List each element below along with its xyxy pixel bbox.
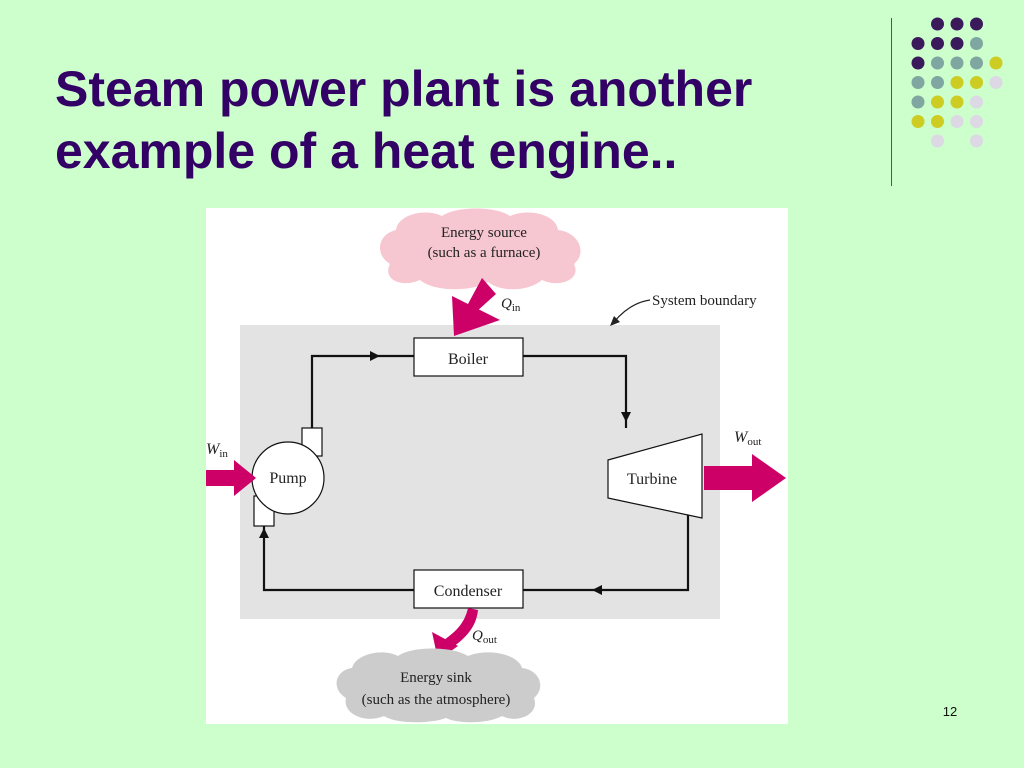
slide-title-line-1: Steam power plant is another (55, 61, 753, 117)
slide-title-line-2: example of a heat engine.. (55, 123, 678, 179)
decorative-dot (931, 17, 944, 31)
decorative-dot (950, 95, 964, 109)
energy-sink-label-line-1: Energy sink (400, 670, 472, 686)
decorative-dot (931, 76, 944, 89)
work-out-arrow (704, 454, 786, 502)
decorative-dot (970, 37, 983, 50)
decorative-dot (989, 56, 1003, 70)
decorative-dot (970, 76, 983, 89)
decorative-dot (950, 115, 964, 128)
decorative-dot-grid (911, 17, 1003, 148)
q-in-label: Qin (501, 296, 521, 314)
system-boundary-pointer-head (610, 316, 620, 326)
decorative-dot (970, 134, 983, 148)
decorative-dot (970, 17, 983, 31)
work-in-arrow (206, 460, 256, 496)
decorative-dot (950, 76, 964, 89)
energy-source-label-line-1: Energy source (441, 225, 527, 241)
turbine-label: Turbine (627, 471, 677, 488)
flow-direction-arrows (259, 351, 631, 595)
system-boundary-label: System boundary (652, 293, 757, 309)
w-in-label: Win (206, 441, 228, 460)
energy-sink-cloud (336, 648, 541, 723)
decorative-dot (911, 115, 925, 128)
energy-source-label-line-2: (such as a furnace) (428, 245, 541, 261)
decorative-dot (911, 95, 925, 109)
decorative-dot (931, 95, 944, 109)
steam-power-plant-diagram: Energy source (such as a furnace) Qin Sy… (206, 208, 788, 724)
condenser-box (413, 569, 524, 609)
decorative-dot (931, 115, 944, 128)
decorative-dot (970, 115, 983, 128)
decorative-dot (931, 56, 944, 70)
heat-in-arrow (452, 278, 500, 336)
decorative-dot (911, 56, 925, 70)
decorative-dot (970, 56, 983, 70)
vertical-divider (891, 18, 892, 186)
energy-sink-label-line-2: (such as the atmosphere) (362, 692, 511, 708)
slide-title: Steam power plant is another example of … (55, 58, 875, 182)
condenser-label: Condenser (434, 583, 503, 600)
energy-source-cloud (379, 208, 581, 290)
decorative-dot (911, 76, 925, 89)
decorative-dot (989, 76, 1003, 89)
decorative-dot (911, 37, 925, 50)
decorative-dot (950, 17, 964, 31)
cycle-pipes (262, 354, 690, 592)
boiler-label: Boiler (448, 351, 489, 368)
w-out-label: Wout (734, 429, 761, 448)
pump-label: Pump (269, 470, 306, 487)
decorative-dot (950, 56, 964, 70)
decorative-dot (931, 134, 944, 148)
system-boundary-pointer (613, 299, 651, 323)
page-number: 12 (942, 704, 958, 719)
decorative-dot (950, 37, 964, 50)
decorative-dot (970, 95, 983, 109)
decorative-dot (931, 37, 944, 50)
boiler-box (413, 337, 524, 377)
q-out-label: Qout (472, 628, 497, 646)
turbine-body (607, 433, 703, 519)
